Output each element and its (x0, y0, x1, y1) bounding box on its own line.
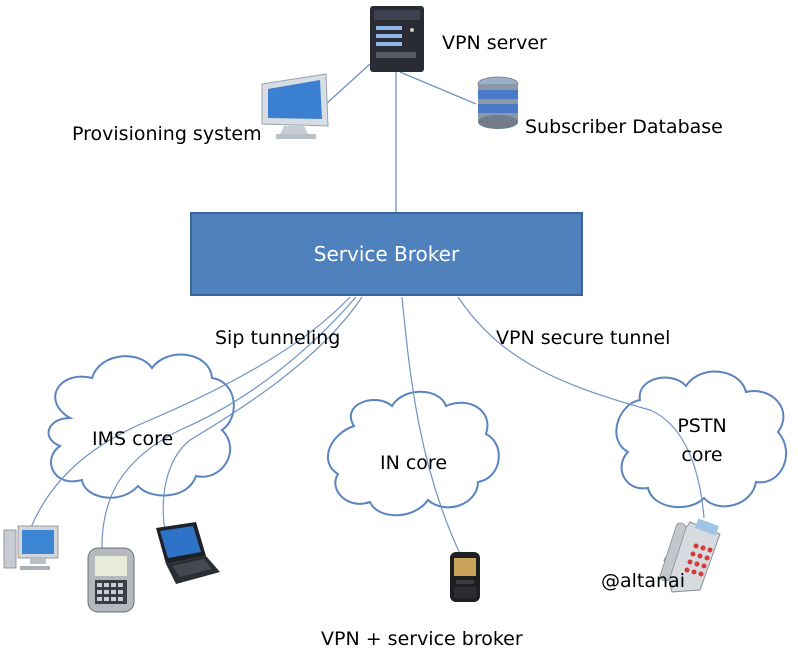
mobile-phone-icon (450, 552, 480, 602)
vpn-server-icon (370, 6, 424, 72)
sip-tunneling-label: Sip tunneling (215, 327, 341, 349)
service-broker-box: Service Broker (190, 212, 583, 296)
pda-icon (87, 547, 135, 613)
ims-cloud (47, 353, 235, 499)
provisioning-system-label: Provisioning system (72, 123, 262, 145)
subscriber-database-label: Subscriber Database (525, 116, 723, 138)
monitor-icon (261, 73, 329, 139)
pstn-label-line2: core (681, 444, 723, 466)
pstn-cloud (615, 370, 788, 508)
service-broker-label: Service Broker (313, 242, 460, 266)
vpn-server-label: VPN server (442, 32, 547, 54)
vpn-secure-tunnel-label: VPN secure tunnel (496, 327, 671, 349)
pstn-label-line1: PSTN (677, 415, 727, 437)
desk-phone-icon (659, 518, 721, 593)
in-cloud (326, 390, 500, 517)
desktop-pc-icon (3, 525, 59, 570)
caption-label: VPN + service broker (321, 628, 523, 650)
database-icon (477, 76, 519, 129)
pstn-core-label: PSTN core (672, 412, 732, 470)
in-core-label: IN core (380, 452, 448, 474)
laptop-icon (156, 522, 220, 584)
credit-label: @altanai (601, 570, 685, 592)
ims-core-label: IMS core (92, 428, 174, 450)
